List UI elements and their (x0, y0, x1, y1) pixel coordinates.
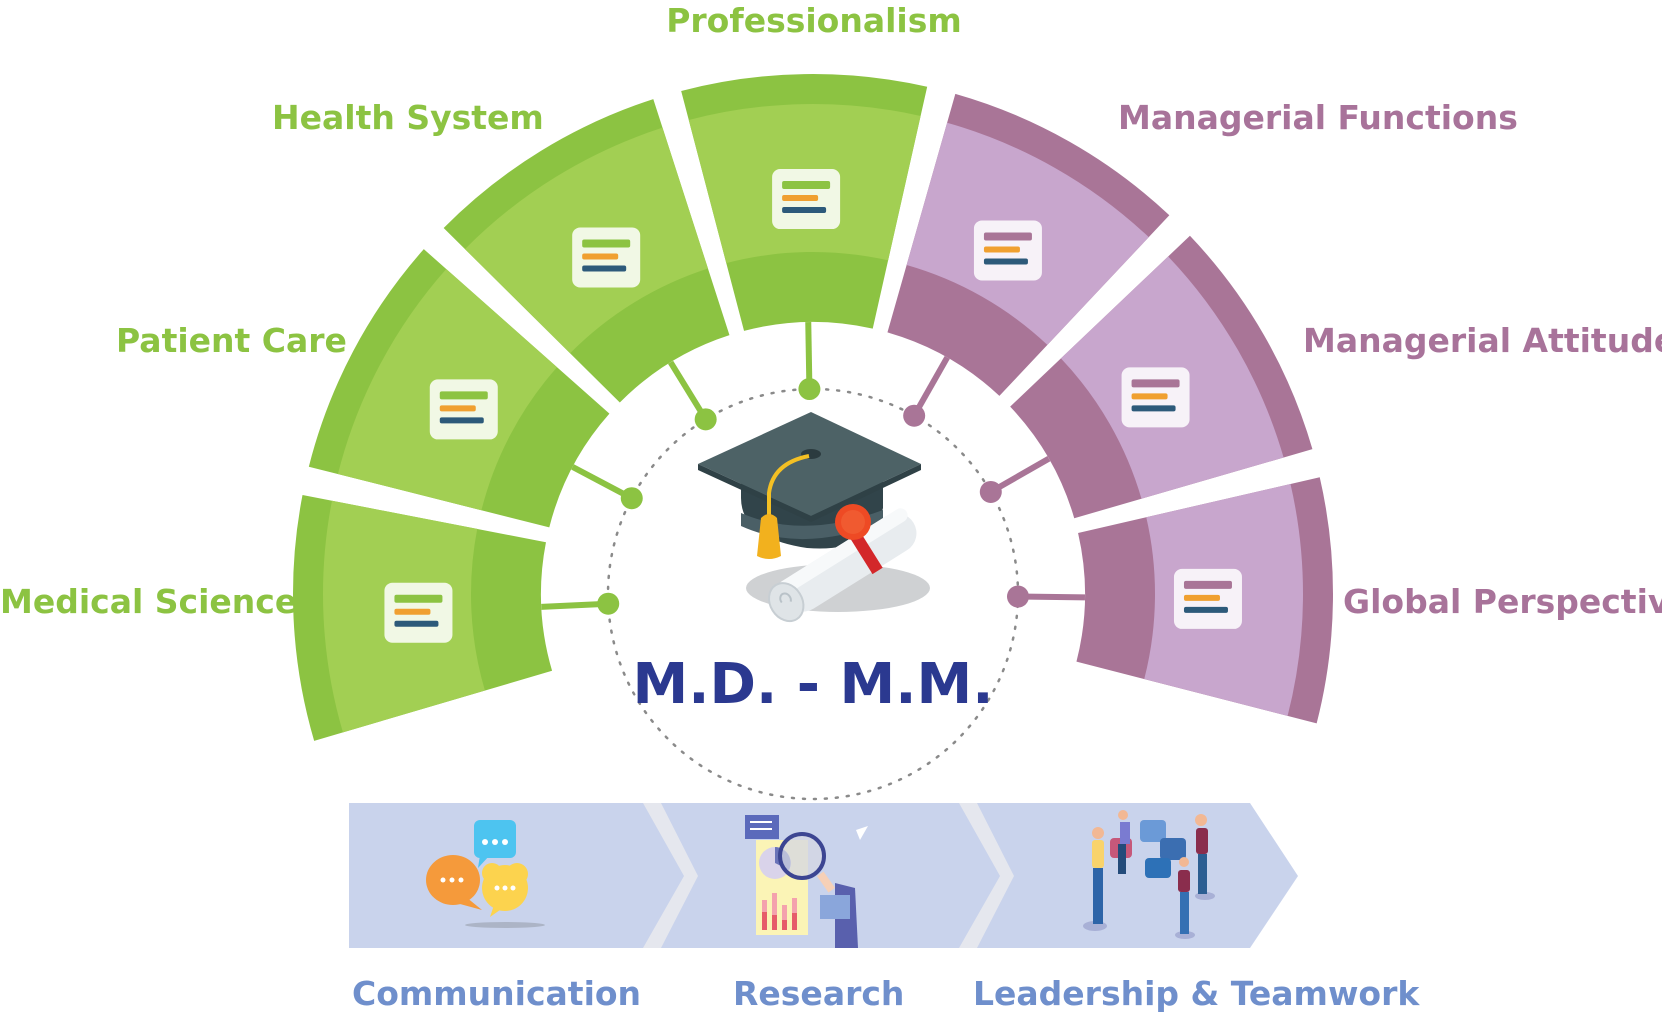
label-health-system: Health System (272, 98, 544, 137)
label-medical-science: Medical Science (0, 582, 297, 621)
microscope-test-tubes-icon (384, 582, 453, 643)
segment-managerial-functions (887, 93, 1170, 427)
connector-dot (1006, 585, 1029, 608)
skill-label-communication: Communication (352, 974, 641, 1013)
skill-label-leadership-teamwork: Leadership & Teamwork (973, 974, 1420, 1013)
label-patient-care: Patient Care (116, 321, 347, 360)
speech-bubbles-icon (426, 820, 545, 928)
center-title: M.D. - M.M. (633, 652, 994, 717)
lightbulb-growth-chart-icon (1121, 367, 1190, 428)
globe-orbit-icon (1173, 568, 1242, 629)
magnifier-report-icon (745, 815, 868, 948)
label-managerial-functions: Managerial Functions (1118, 98, 1518, 137)
doctors-clipboard-icon (772, 169, 841, 230)
competency-fan (293, 74, 1333, 741)
segment-managerial-attitude (979, 235, 1313, 519)
label-managerial-attitude: Managerial Attitude (1303, 321, 1662, 360)
segment-patient-care (308, 249, 643, 528)
globe-caduceus-apple-icon (572, 227, 641, 288)
connector-dot (694, 408, 717, 431)
connector-line (571, 464, 634, 501)
team-puzzle-icon (1083, 810, 1215, 939)
connector-line (911, 355, 950, 418)
segment-medical-science (293, 495, 620, 741)
heart-monitor-stethoscope-icon (429, 379, 498, 440)
connector-dot (597, 592, 620, 615)
segment-professionalism (681, 74, 928, 401)
skill-label-research: Research (733, 974, 904, 1013)
chevron-divider-2 (959, 803, 1014, 948)
label-professionalism: Professionalism (666, 1, 962, 40)
connector-line (541, 600, 609, 610)
chevron-divider-1 (643, 803, 698, 948)
segment-health-system (443, 99, 730, 431)
manager-charts-icon (973, 220, 1042, 281)
connector-dot (979, 480, 1002, 503)
label-global-perspective: Global Perspective (1343, 582, 1662, 621)
connector-dot (903, 404, 926, 427)
graduation-cap-diploma-icon (698, 412, 930, 623)
connector-dot (798, 378, 821, 401)
connector-line (668, 360, 709, 421)
connector-line (805, 321, 813, 390)
connector-dot (620, 487, 643, 510)
connector-line (989, 455, 1051, 495)
connector-line (1017, 593, 1086, 601)
segment-global-perspective (1006, 477, 1333, 724)
